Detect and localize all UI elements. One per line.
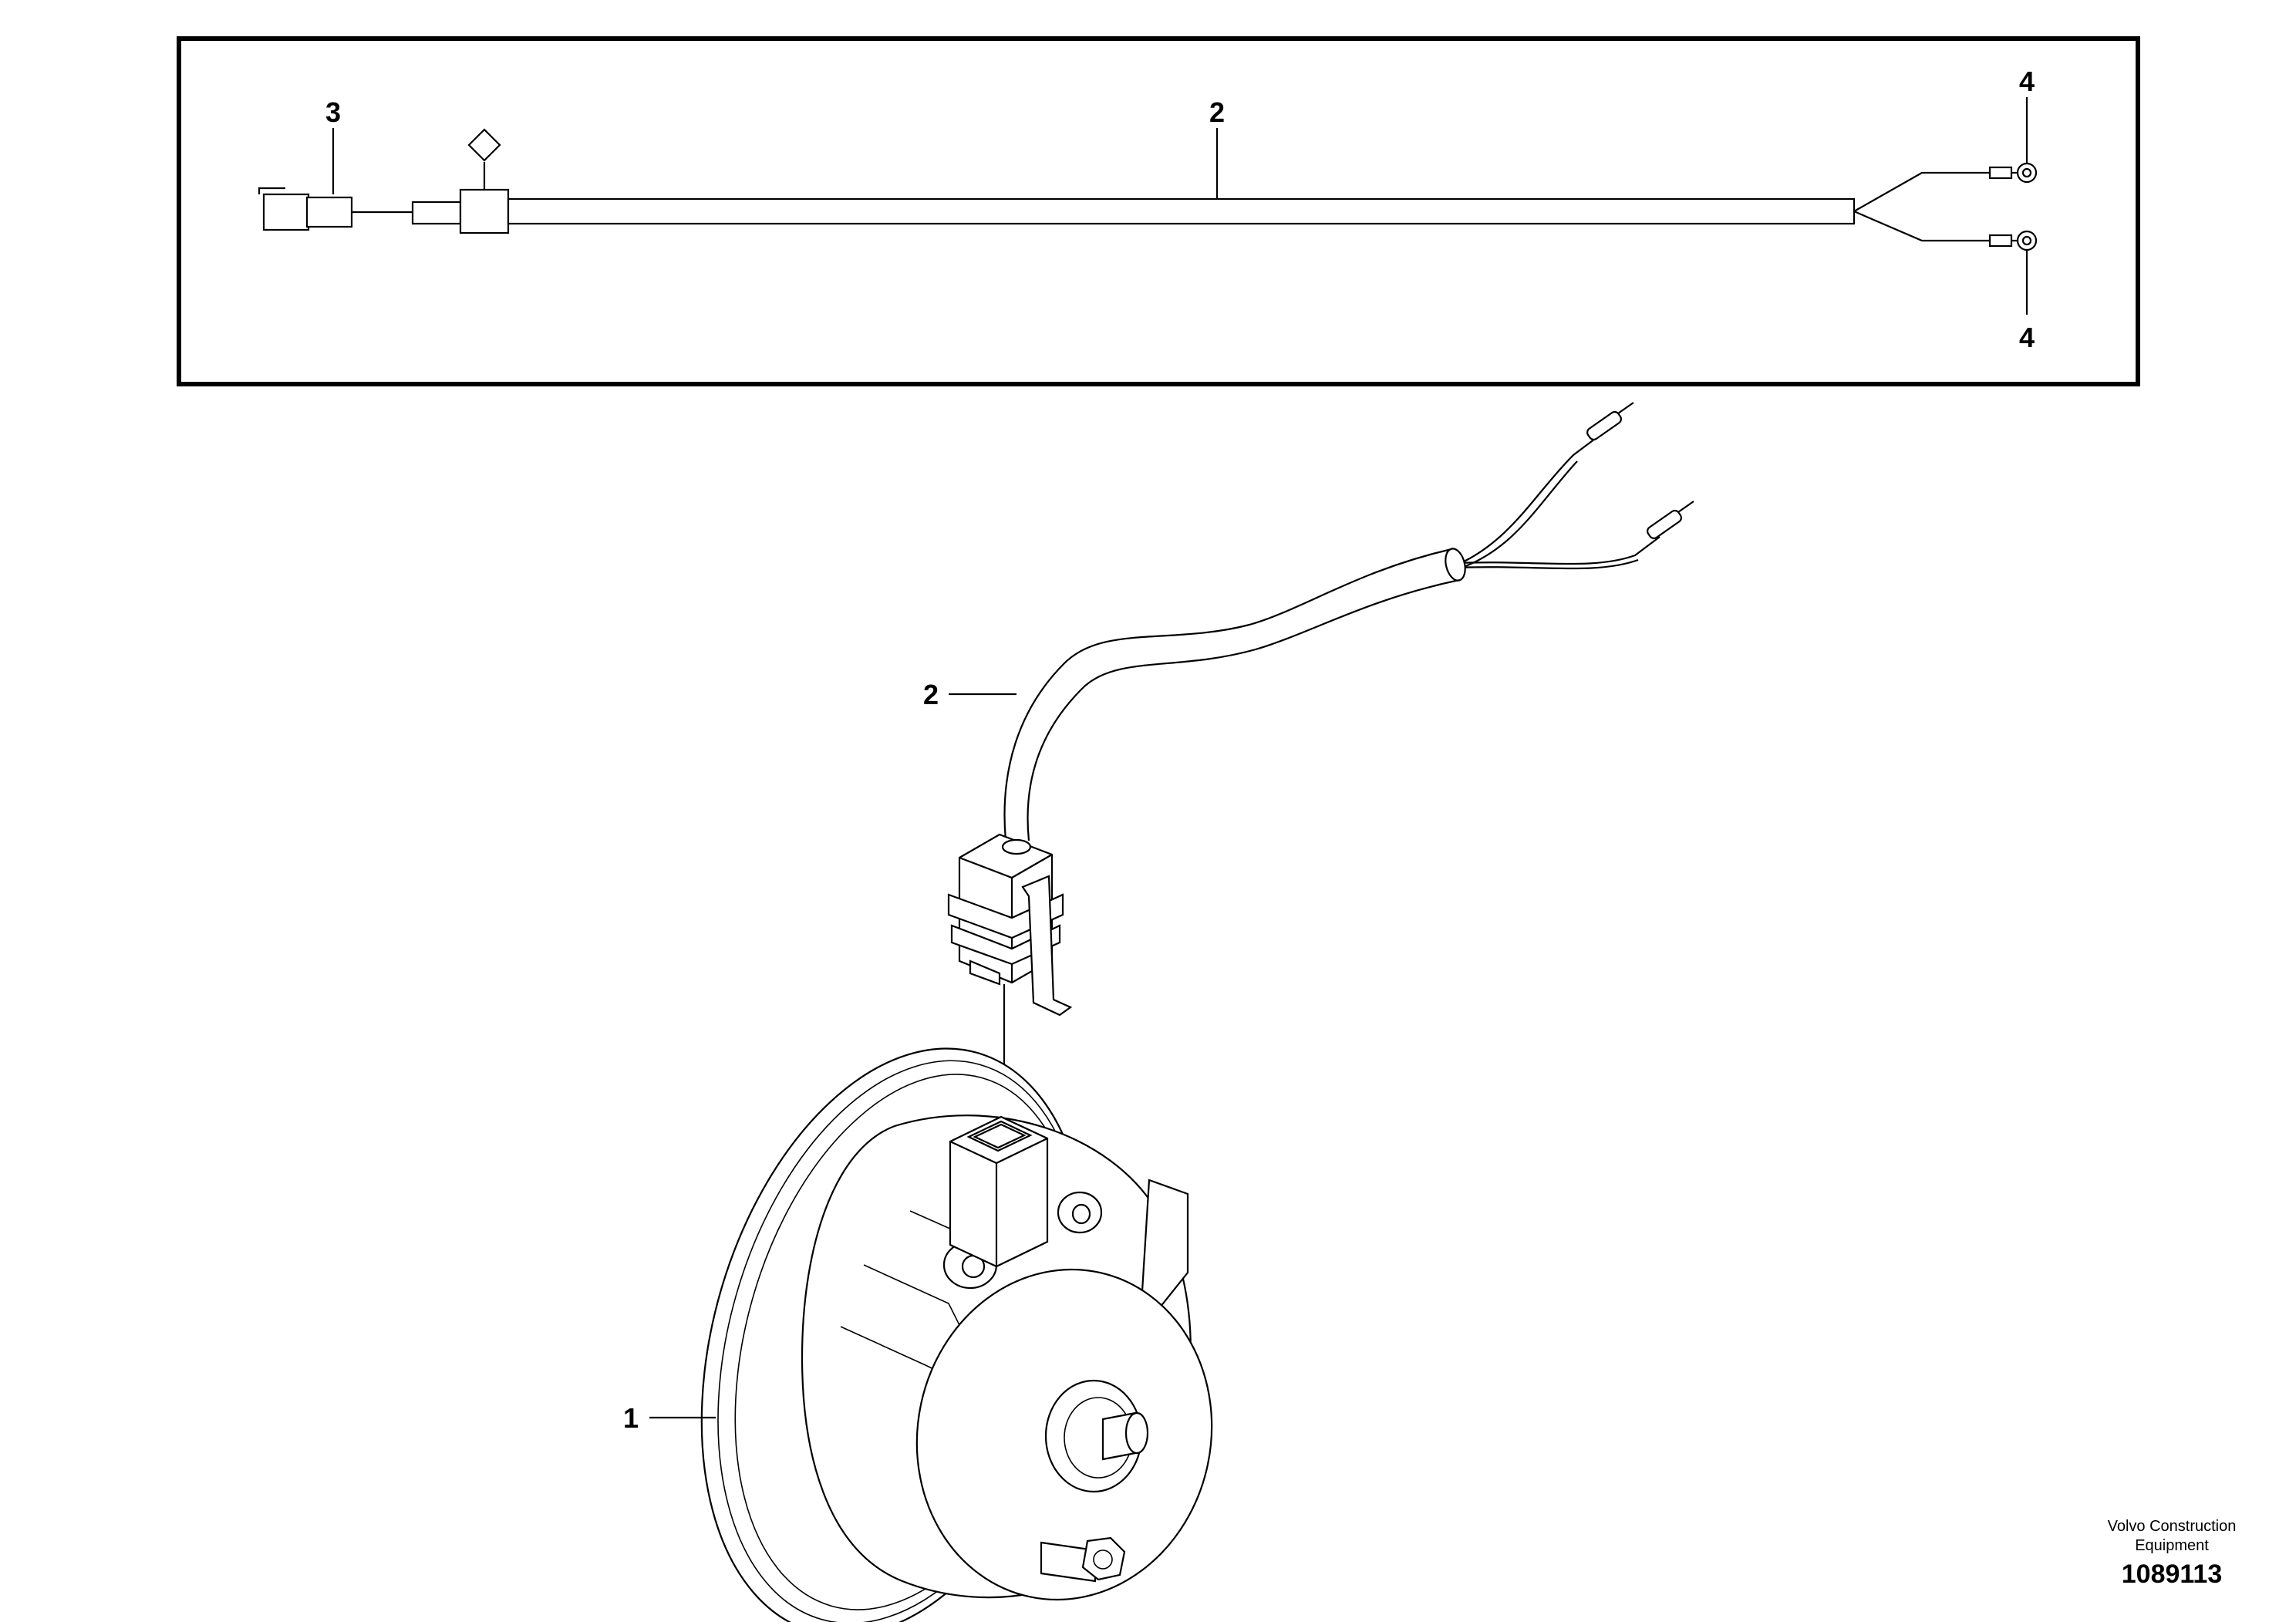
wire-tip-upper <box>1586 402 1634 441</box>
ring-terminal-4-bottom <box>1988 230 2038 251</box>
wire-tip-lower <box>1647 501 1694 540</box>
callout-2-harness: 2 <box>923 679 939 710</box>
brand-line-2: Equipment <box>2135 1537 2209 1554</box>
callout-4-terminal-bottom: 4 <box>2019 322 2035 353</box>
callout-3-connector: 3 <box>325 96 341 128</box>
brand-block: Volvo Construction Equipment 1089113 <box>2108 1518 2237 1589</box>
harness-schematic-frame: 3 2 4 4 <box>177 36 2140 386</box>
horn-illustration: 1 <box>623 1047 1213 1622</box>
horn-socket <box>949 1115 1049 1268</box>
ring-terminal-4-top <box>1988 162 2038 184</box>
brand-line-1: Volvo Construction <box>2108 1518 2237 1535</box>
diamond-note-icon <box>467 128 501 162</box>
drawing-number: 1089113 <box>2122 1560 2223 1589</box>
callout-4-terminal-top: 4 <box>2019 66 2035 97</box>
harness-connector-plug <box>947 833 1073 1017</box>
callout-1-horn: 1 <box>623 1402 639 1434</box>
mounting-lug-right <box>1057 1191 1103 1234</box>
connector-3-symbol <box>258 187 413 231</box>
cable-2-symbol <box>411 128 1990 242</box>
harness-illustration: 2 <box>923 402 1694 1111</box>
callout-2-cable: 2 <box>1209 96 1225 128</box>
bottom-bolt <box>1040 1536 1126 1583</box>
